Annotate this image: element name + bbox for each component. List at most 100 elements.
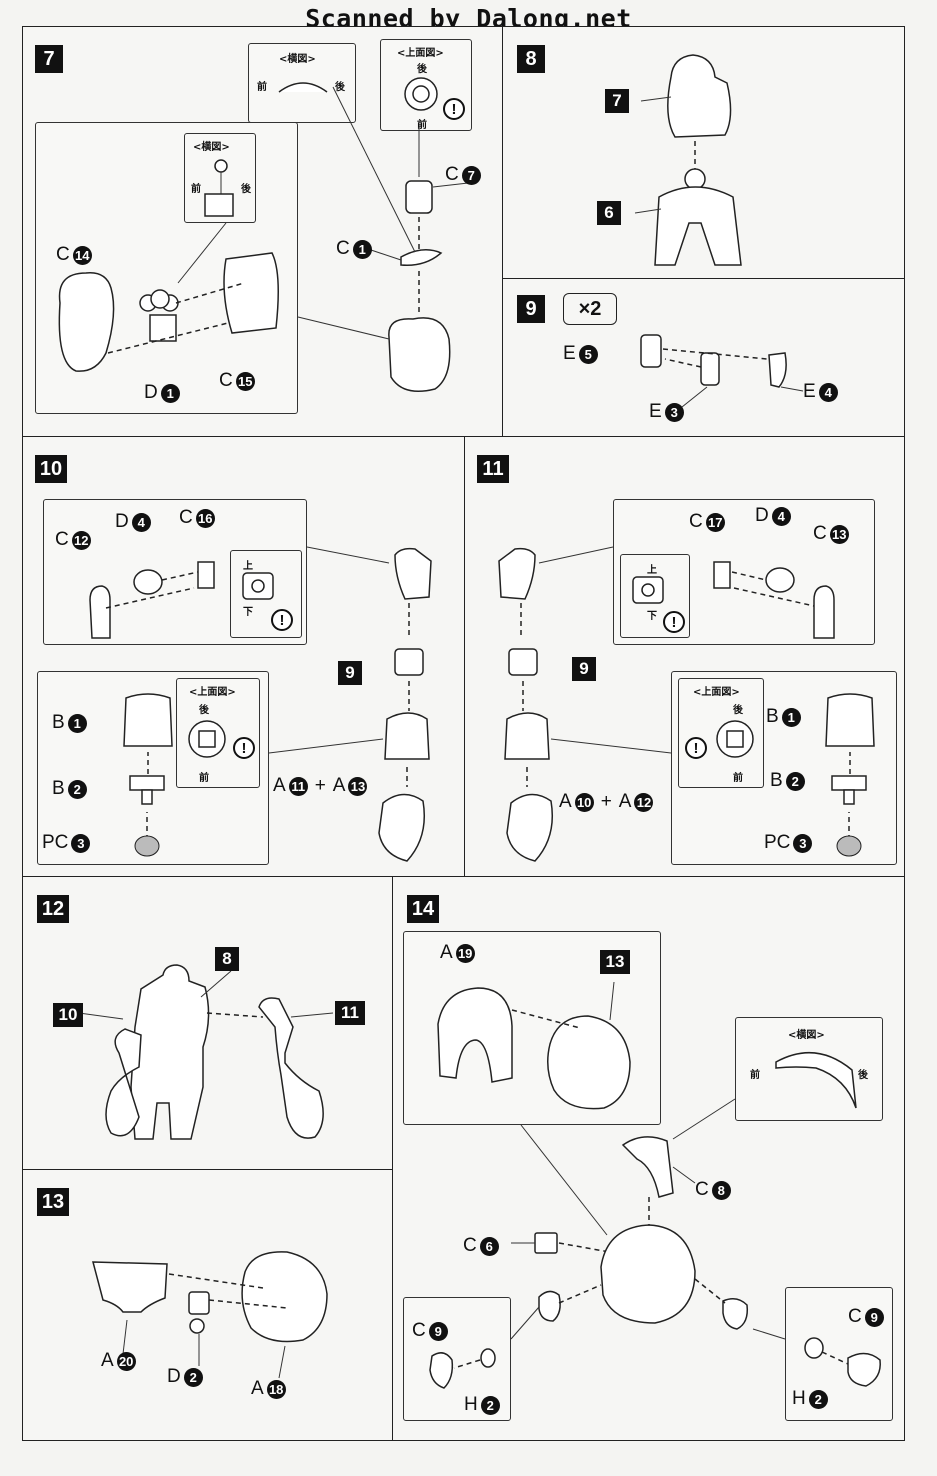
panel-step-7: 7 <横図> 前 後 <上面図> 後 前 ! <横図> 前 後: [22, 26, 503, 437]
ref-7: 7: [605, 89, 629, 113]
panel-step-10: 10 上 下 ! <上面図> 後 前 !: [22, 436, 465, 877]
ear-parts: [786, 1288, 894, 1422]
step7-main-drawing: [23, 27, 504, 438]
ref-11: 11: [335, 1001, 365, 1025]
arm-joint-parts: [614, 500, 876, 646]
ref-6: 6: [597, 201, 621, 225]
ear-parts: [404, 1298, 512, 1422]
panel-step-11: 11 上 下 ! <上面図> 後 前 !: [464, 436, 905, 877]
orientation-callout: 上 下 !: [230, 550, 302, 638]
joint-orientation-sketch: [621, 555, 691, 639]
step-number: 11: [477, 455, 509, 483]
caution-icon: !: [685, 737, 707, 759]
side-view-callout: <横図> 前 後: [248, 43, 356, 123]
step12-drawing: [23, 877, 394, 1171]
step10-main-drawing: [23, 437, 466, 878]
step8-drawing: [503, 27, 906, 280]
panel-step-8: 8 7 6: [502, 26, 905, 279]
helmet-parts: [404, 932, 662, 1126]
ref-9: 9: [338, 661, 362, 685]
step-number: 12: [37, 895, 69, 923]
joint-top-sketch: [381, 40, 473, 132]
caution-icon: !: [443, 98, 465, 120]
caution-icon: !: [271, 609, 293, 631]
step9-drawing: [503, 279, 906, 438]
forearm-parts: [672, 672, 898, 866]
joint-orientation-sketch: [231, 551, 303, 639]
caution-icon: !: [233, 737, 255, 759]
step-number: 10: [35, 455, 67, 483]
panel-step-12: 12 8 10 11: [22, 876, 393, 1170]
peg-top-sketch: [177, 679, 261, 789]
step14-main-drawing: [393, 877, 906, 1442]
step-number: 9: [517, 295, 545, 323]
arm-joint-subassembly: 上 下 !: [613, 499, 875, 645]
quantity-x2: ×2: [563, 293, 617, 325]
orientation-callout: 上 下 !: [620, 554, 690, 638]
crest-side-sketch: [249, 44, 357, 124]
caution-icon: !: [663, 611, 685, 633]
joint-side-sketch: [185, 134, 257, 224]
torso-subassembly-box: <横図> 前 後: [35, 122, 298, 414]
top-view-callout: <上面図> 後 前 !: [380, 39, 472, 131]
side-view-callout: <横図> 前 後: [735, 1017, 883, 1121]
peg-top-sketch: [679, 679, 765, 789]
arm-joint-parts: [44, 500, 308, 646]
ref-9: 9: [572, 657, 596, 681]
torso-parts-drawing: [36, 123, 299, 415]
step-number: 7: [35, 45, 63, 73]
ref-8: 8: [215, 947, 239, 971]
step-number: 13: [37, 1188, 69, 1216]
top-view-callout: <上面図> 後 前 !: [176, 678, 260, 788]
top-view-callout: <上面図> 後 前 !: [678, 678, 764, 788]
step11-main-drawing: [465, 437, 906, 878]
arm-joint-subassembly: 上 下 !: [43, 499, 307, 645]
step-number: 8: [517, 45, 545, 73]
step-number: 14: [407, 895, 439, 923]
side-view-callout-small: <横図> 前 後: [184, 133, 256, 223]
ref-13: 13: [600, 950, 630, 974]
ref-10: 10: [53, 1003, 83, 1027]
forearm-parts: [38, 672, 270, 866]
